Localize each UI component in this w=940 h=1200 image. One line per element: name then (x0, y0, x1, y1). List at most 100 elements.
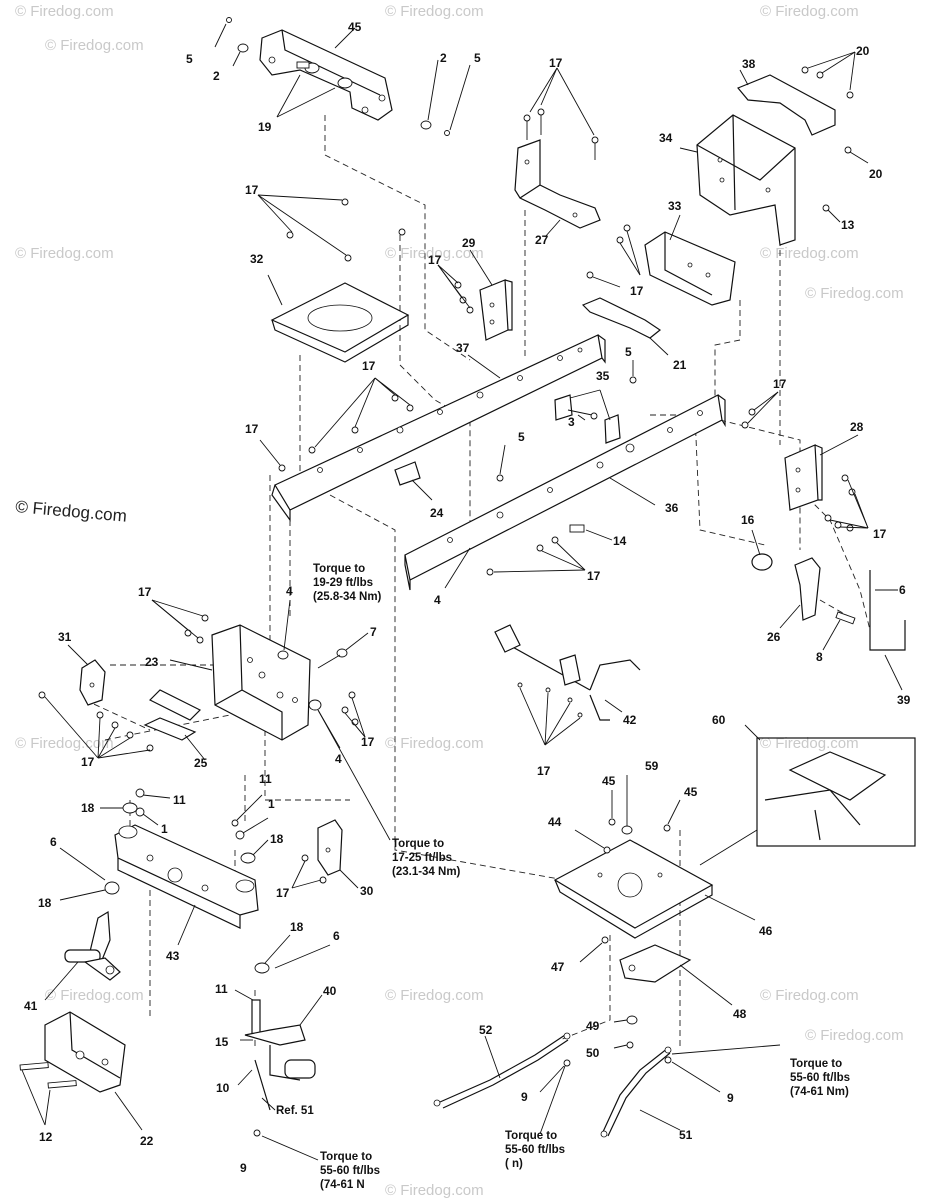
callout: 4 (286, 584, 293, 598)
callout: 11 (173, 793, 186, 807)
callout: 38 (742, 57, 756, 71)
callout: 40 (323, 984, 337, 998)
torque-note-line: (74-61 N (320, 1179, 365, 1191)
callout: 22 (140, 1134, 154, 1148)
watermark: © Firedog.com (760, 987, 859, 1004)
callout: 44 (548, 815, 562, 829)
part-31-bracket (67, 644, 106, 706)
part-28-bracket (784, 434, 869, 532)
fasteners-18-6-right (254, 934, 331, 974)
callout: 17 (81, 755, 95, 769)
torque-note-line: Torque to (505, 1130, 557, 1142)
callout: 15 (215, 1035, 229, 1049)
fasteners-49-50 (613, 1015, 638, 1049)
part-26-hitch (751, 529, 906, 691)
part-38-34-brackets (679, 51, 869, 246)
callout: 25 (194, 756, 208, 770)
part-45-bracket (214, 17, 471, 136)
callout: 17 (549, 56, 563, 70)
part-40-spindle (234, 989, 323, 1137)
callout: 18 (290, 920, 304, 934)
callout: 6 (899, 583, 906, 597)
callout: 17 (276, 886, 290, 900)
callout: 48 (733, 1007, 747, 1021)
callout: 21 (673, 358, 687, 372)
watermark: © Firedog.com (760, 735, 859, 752)
fasteners-1-11-18-left (59, 788, 171, 901)
callout: 30 (360, 884, 374, 898)
callout: 24 (430, 506, 444, 520)
watermark: © Firedog.com (385, 735, 484, 752)
callout: 17 (362, 359, 376, 373)
callout: 18 (38, 896, 52, 910)
fasteners-1-11-18-center (231, 794, 269, 864)
torque-note-line: 55-60 ft/lbs (790, 1072, 850, 1084)
callout: 17 (138, 585, 152, 599)
callout: 60 (712, 713, 726, 727)
part-41-spindle (44, 910, 121, 1001)
callout: 17 (773, 377, 787, 391)
part-60-inset (699, 724, 916, 866)
callout: 50 (586, 1046, 600, 1060)
callout: 26 (767, 630, 781, 644)
part-35-bracket (554, 389, 621, 444)
callout: 37 (456, 341, 470, 355)
part-25-bracket (143, 689, 206, 761)
part-21-strap (581, 297, 669, 356)
part-32-plate (257, 194, 410, 363)
callout: 42 (623, 713, 637, 727)
callout: 43 (166, 949, 180, 963)
torque-note-line: (23.1-34 Nm) (392, 866, 461, 878)
callout: 11 (215, 982, 228, 996)
part-30-bracket (291, 819, 359, 889)
callout: 7 (370, 625, 377, 639)
torque-note-line: Torque to (392, 838, 444, 850)
fasteners-17-front (151, 599, 366, 738)
callout: 45 (684, 785, 698, 799)
fasteners-17 (259, 377, 779, 472)
callout: 6 (333, 929, 340, 943)
torque-note-line: (25.8-34 Nm) (313, 591, 382, 603)
callout: 5 (474, 51, 481, 65)
watermark: © Firedog.com (805, 285, 904, 302)
callout: 47 (551, 960, 565, 974)
watermark: © Firedog.com (760, 245, 859, 262)
callout: 12 (39, 1130, 53, 1144)
callout: 18 (81, 801, 95, 815)
torque-note-line: Torque to (790, 1058, 842, 1070)
watermark: © Firedog.com (45, 37, 144, 54)
callout: 17 (630, 284, 644, 298)
callout: 31 (58, 630, 72, 644)
fasteners-5 (496, 360, 637, 482)
callout: 17 (537, 764, 551, 778)
callout: 28 (850, 420, 864, 434)
callout: 46 (759, 924, 773, 938)
torque-note-line: (74-61 Nm) (790, 1086, 849, 1098)
callout: 32 (250, 252, 264, 266)
callout: 39 (897, 693, 911, 707)
callout: 8 (816, 650, 823, 664)
part-52-rod (433, 1032, 571, 1109)
callout: 17 (245, 183, 259, 197)
part-42-shaft (494, 624, 641, 746)
callout: 17 (428, 253, 442, 267)
callout: 5 (186, 52, 193, 66)
callout: 13 (841, 218, 855, 232)
callout: 59 (645, 759, 659, 773)
part-24-bracket (394, 461, 433, 501)
callout: 2 (440, 51, 447, 65)
callout: 35 (596, 369, 610, 383)
watermark: © Firedog.com (385, 1182, 484, 1199)
callout: 18 (270, 832, 284, 846)
part-47-bolt (579, 936, 609, 963)
callout: 20 (856, 44, 870, 58)
callout: 4 (335, 752, 342, 766)
callout: 45 (348, 20, 362, 34)
callout: 14 (613, 534, 627, 548)
callout: 9 (521, 1090, 528, 1104)
callout: 1 (268, 797, 275, 811)
callout: 17 (245, 422, 259, 436)
part-23-bracket (169, 624, 311, 741)
watermark: © Firedog.com (385, 3, 484, 20)
